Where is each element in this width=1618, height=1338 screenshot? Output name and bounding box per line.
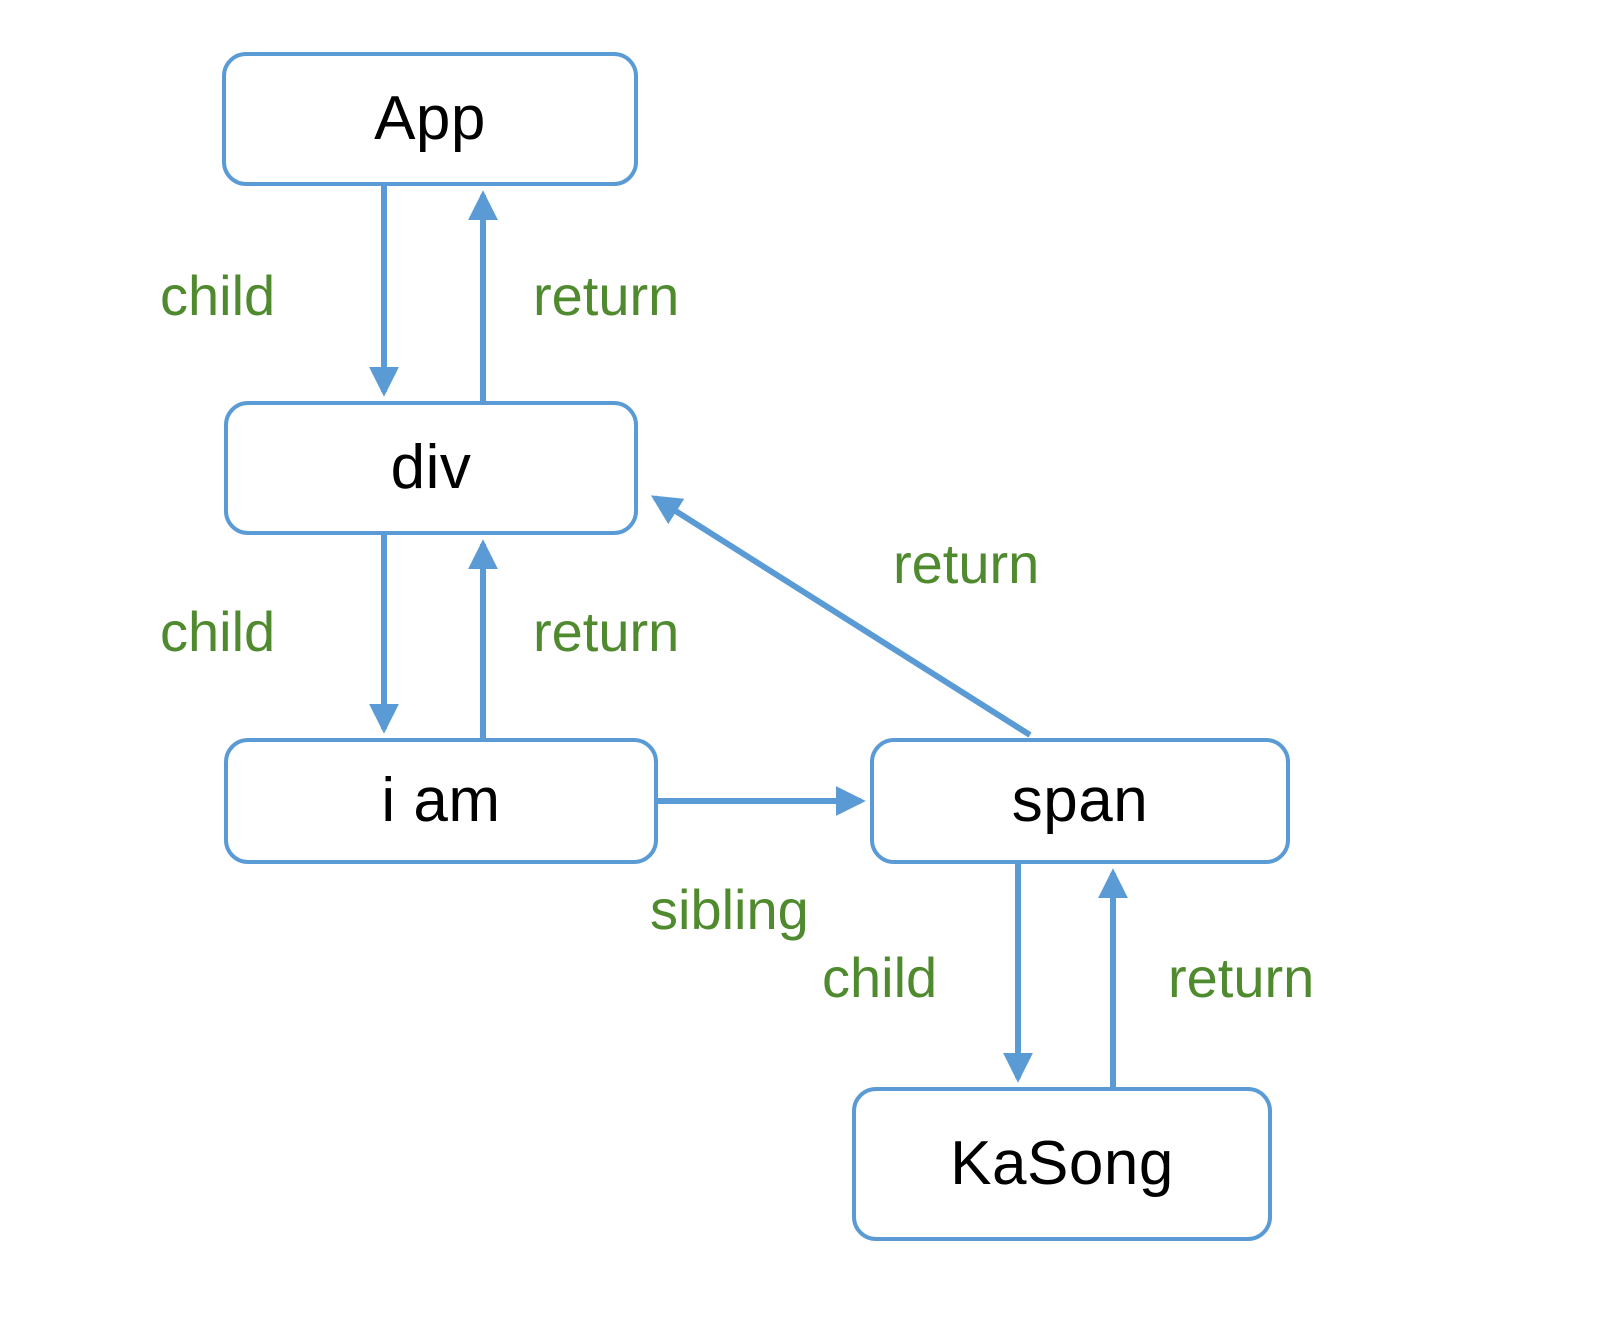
node-app[interactable]: App <box>222 52 638 186</box>
edge-label-iam-div-return: return <box>533 600 680 663</box>
edge-label-app-div-child: child <box>160 264 276 327</box>
edge-label-span-kasong-child: child <box>822 946 938 1009</box>
node-i-am[interactable]: i am <box>224 738 658 864</box>
edge-label-div-app-return: return <box>533 264 680 327</box>
node-kasong-label: KaSong <box>950 1129 1174 1198</box>
edge-label-kasong-span-return: return <box>1168 946 1315 1009</box>
edge-span-div-return <box>650 495 1032 738</box>
node-kasong[interactable]: KaSong <box>852 1087 1272 1241</box>
node-span[interactable]: span <box>870 738 1290 864</box>
node-span-label: span <box>1011 766 1149 835</box>
edge-label-span-div-return: return <box>893 532 1040 595</box>
node-i-am-label: i am <box>381 766 501 835</box>
edge-label-div-iam-child: child <box>160 600 276 663</box>
node-div[interactable]: div <box>224 401 638 535</box>
edge-label-iam-span-sibling: sibling <box>650 878 809 941</box>
node-app-label: App <box>374 84 486 153</box>
node-div-label: div <box>390 433 472 502</box>
